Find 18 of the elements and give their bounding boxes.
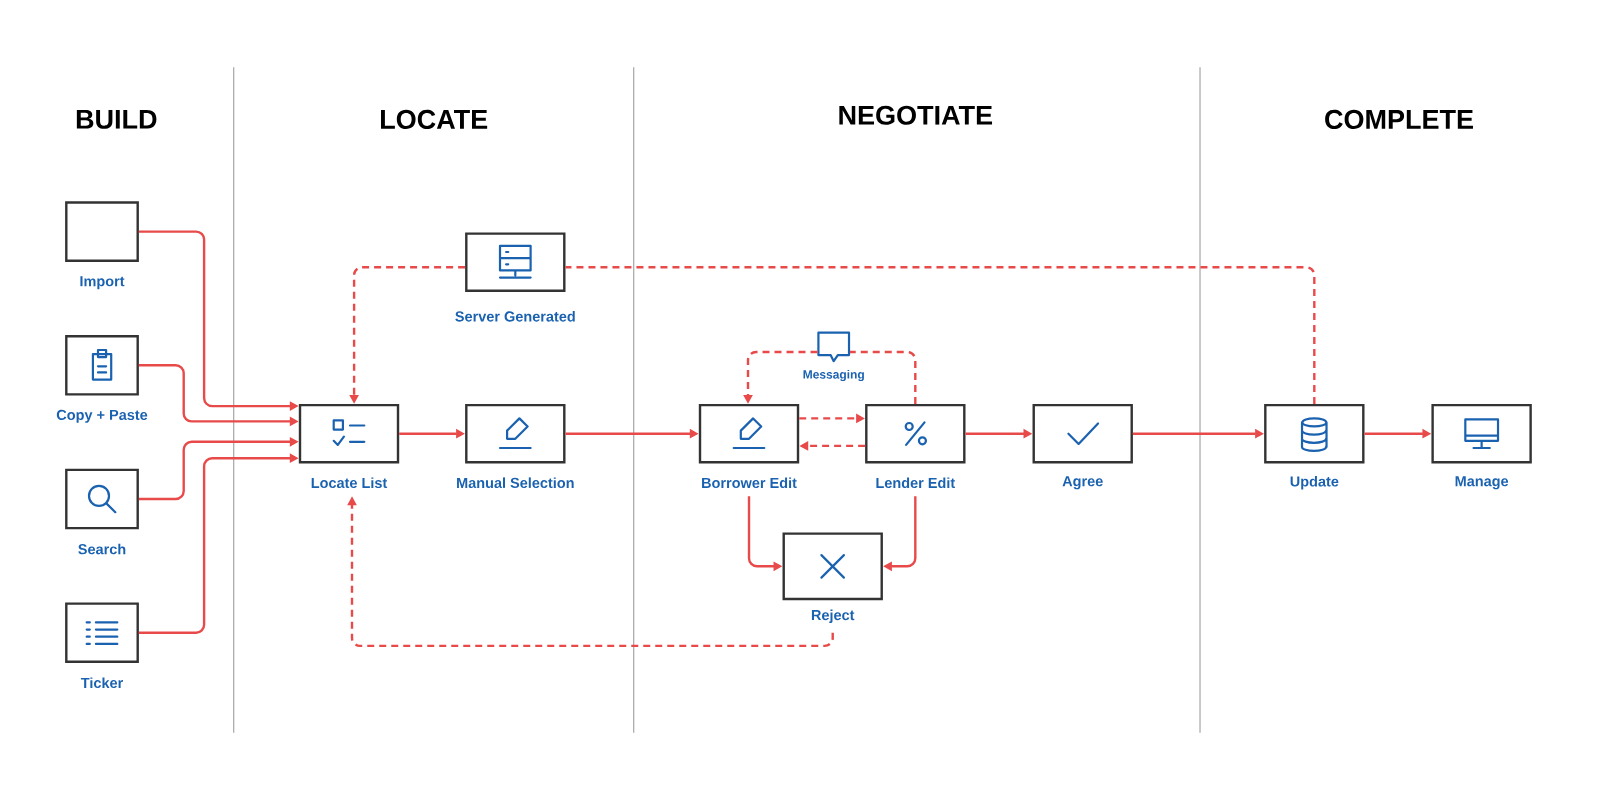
step-label: Manual Selection (457, 477, 574, 489)
column-title: LOCATE (381, 109, 488, 129)
column-title: COMPLETE (1325, 109, 1473, 129)
step-label: Reject (811, 609, 855, 624)
step-label: Locate List (311, 477, 388, 489)
step-label: Ticker (80, 677, 123, 689)
step-label: Copy + Paste (56, 409, 148, 423)
step-label: Manage (1455, 476, 1509, 490)
column-title: BUILD (76, 109, 157, 129)
step-label: Agree (1062, 476, 1103, 490)
step-label: Server Generated (455, 311, 575, 322)
step-label: Borrower Edit (702, 477, 797, 489)
step-label: Messaging (803, 369, 864, 382)
step-label: Update (1290, 475, 1339, 490)
column-title: NEGOTIATE (839, 105, 993, 125)
step-label: Lender Edit (876, 477, 955, 489)
step-label: Import (80, 276, 125, 290)
step-label: Search (78, 543, 126, 555)
